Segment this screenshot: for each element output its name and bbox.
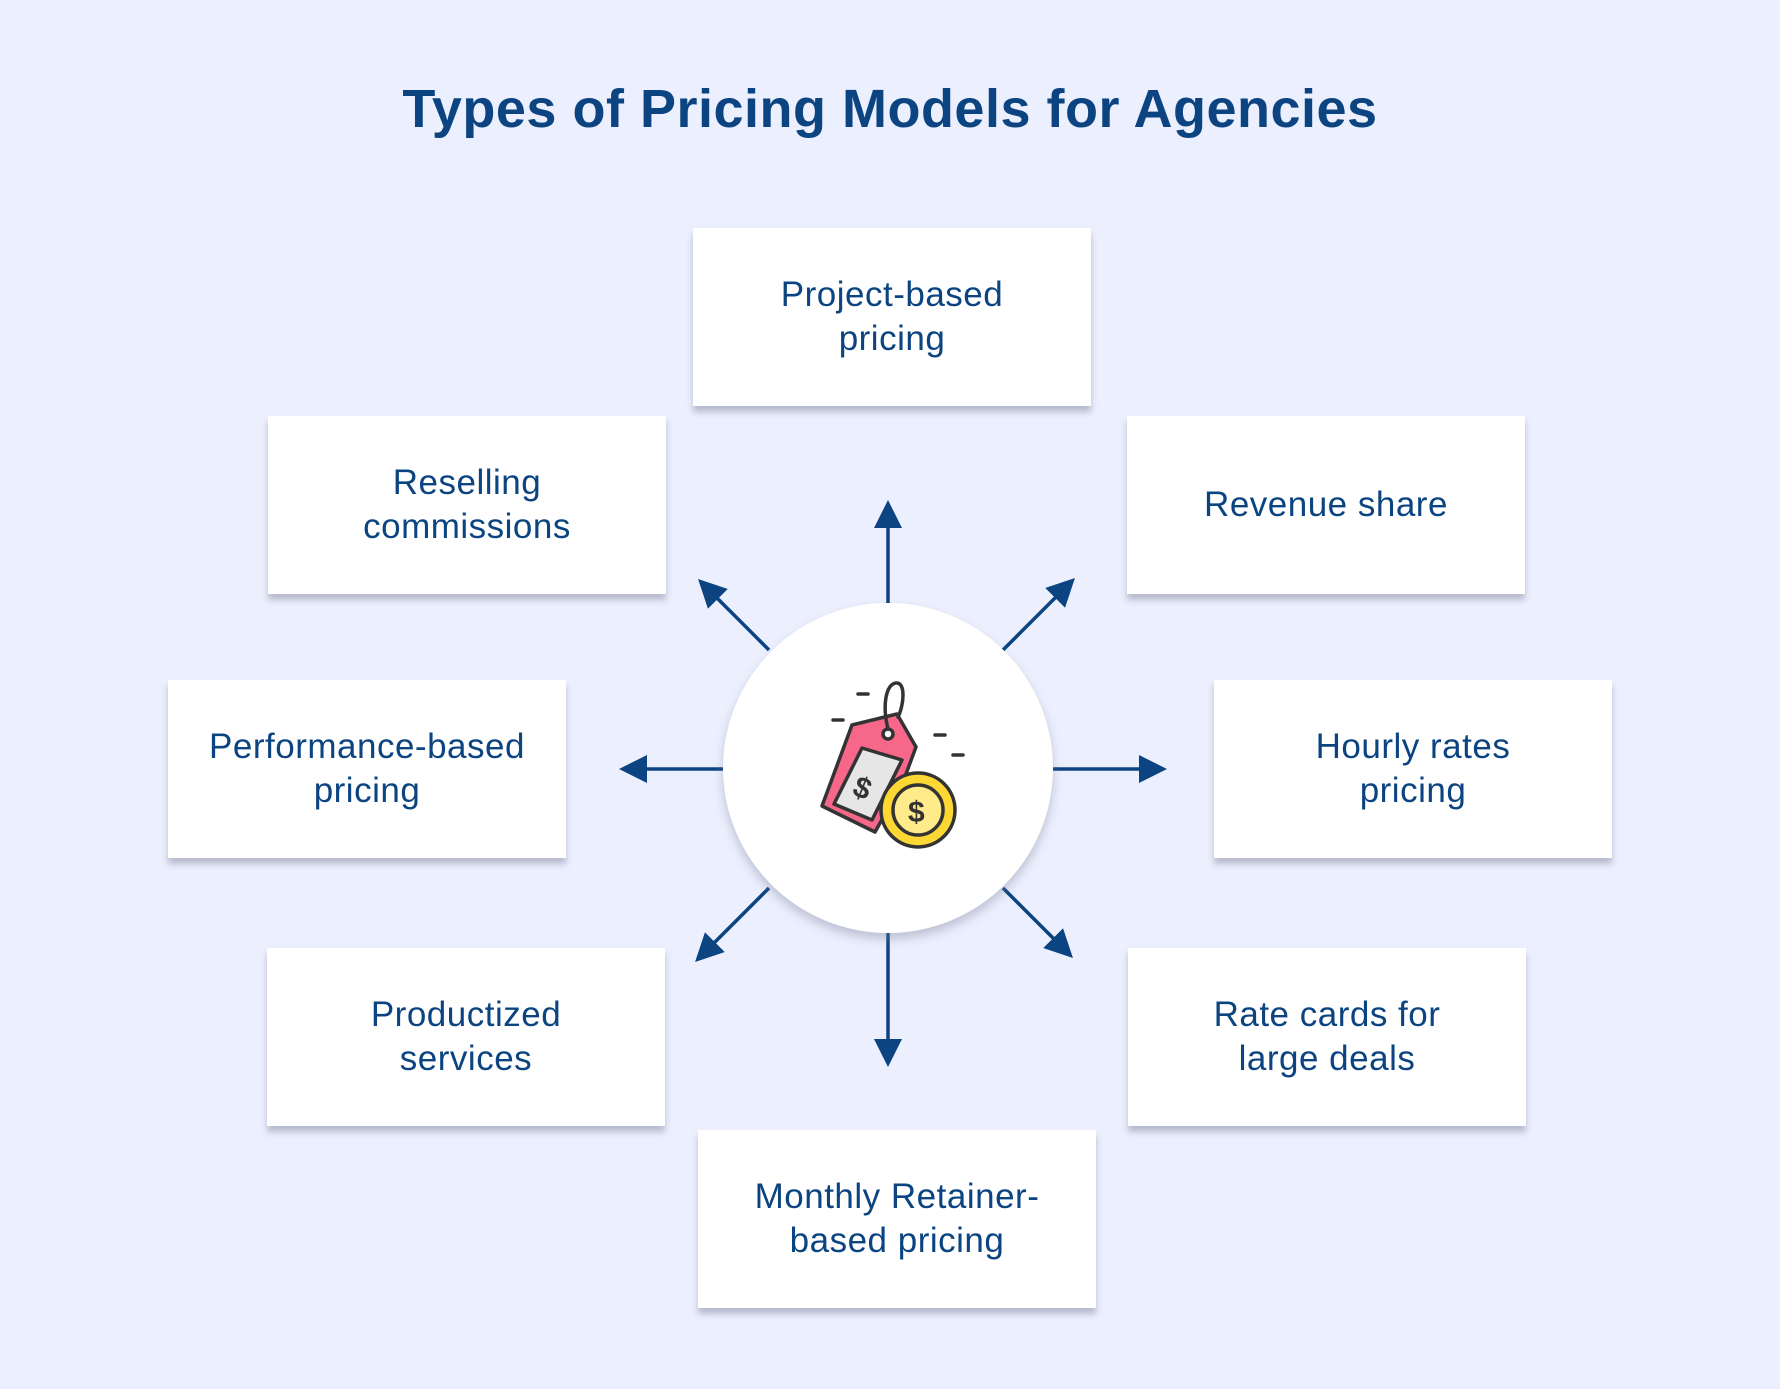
card-monthly-retainer: Monthly Retainer- based pricing (698, 1130, 1096, 1308)
card-reselling-commissions: Reselling commissions (268, 416, 666, 594)
card-hourly-rates-pricing: Hourly rates pricing (1214, 680, 1612, 858)
card-revenue-share: Revenue share (1127, 416, 1525, 594)
page-title: Types of Pricing Models for Agencies (402, 79, 1378, 139)
svg-text:$: $ (908, 796, 925, 829)
arrow-up-left (698, 579, 771, 652)
card-label: Performance-based pricing (209, 727, 525, 810)
card-project-based-pricing: Project-based pricing (693, 228, 1091, 406)
card-label: Reselling commissions (363, 463, 571, 546)
card-label: Productized services (370, 995, 562, 1078)
arrow-up-right (1001, 578, 1075, 652)
arrow-down-right (1001, 886, 1073, 958)
card-label: Revenue share (1204, 485, 1448, 524)
price-tag-with-coin-icon: $ $ (820, 681, 965, 849)
card-label: Project-based pricing (780, 275, 1004, 358)
arrow-down-left (695, 886, 771, 962)
card-label: Hourly rates pricing (1315, 727, 1511, 810)
card-rate-cards: Rate cards for large deals (1128, 948, 1526, 1126)
card-label: Rate cards for large deals (1213, 995, 1441, 1078)
card-performance-based-pricing: Performance-based pricing (168, 680, 566, 858)
card-productized-services: Productized services (267, 948, 665, 1126)
card-label: Monthly Retainer- based pricing (754, 1177, 1040, 1260)
